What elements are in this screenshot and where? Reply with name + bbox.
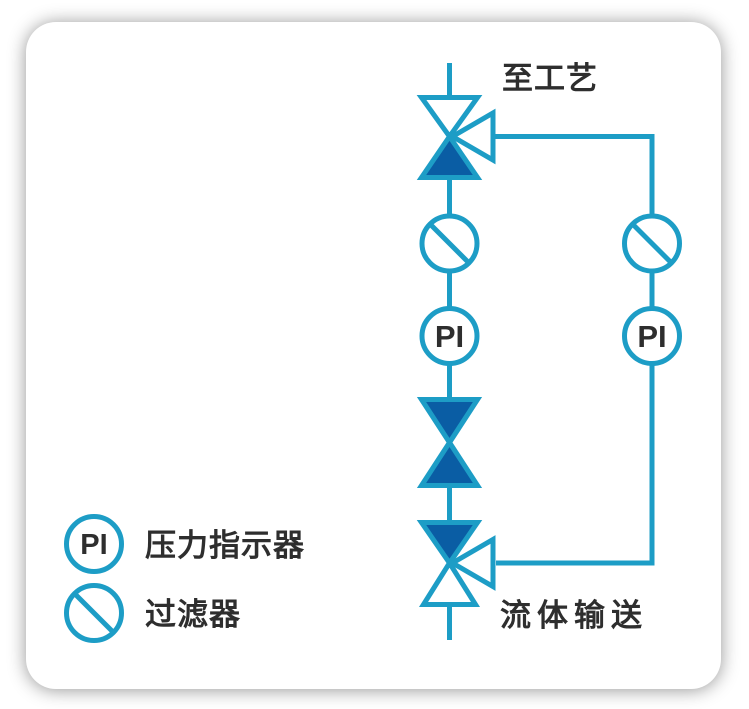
diagram-card — [26, 22, 721, 689]
bypass-pipe-top — [494, 134, 655, 216]
to-process-valve — [416, 95, 496, 180]
filter-diagonal — [72, 591, 116, 635]
valve-right-triangle-outline — [447, 535, 496, 591]
isolation-valve-top-triangle — [416, 397, 483, 448]
legend-pi-circle — [64, 514, 124, 574]
bypass-pipe-bottom — [496, 363, 655, 566]
legend-filter-symbol — [64, 583, 124, 643]
isolation-valve-bottom-triangle — [416, 437, 483, 488]
bypass-pi-circle — [622, 306, 682, 366]
bypass-filter-symbol — [622, 213, 682, 274]
diagram-labels: PI PI 至工艺 流体输送 PI 压力指示器 过滤器 — [80, 61, 666, 633]
legend-pi-label: 压力指示器 — [145, 528, 305, 563]
valve-right-triangle-outline — [447, 108, 496, 165]
pipe-linework — [64, 63, 682, 643]
pi-text-bypass: PI — [637, 319, 666, 354]
main-pi-circle — [419, 306, 480, 366]
filter-diagonal — [428, 222, 471, 265]
main-filter-symbol — [419, 213, 480, 274]
isolation-valve — [416, 397, 483, 488]
fluid-delivery-label: 流体输送 — [500, 598, 648, 633]
valve-bottom-triangle-outline — [418, 558, 481, 607]
valve-top-triangle-filled — [416, 520, 483, 568]
valve-top-triangle-outline — [416, 95, 483, 141]
valve-bottom-triangle-filled — [416, 132, 483, 180]
to-process-label: 至工艺 — [502, 61, 598, 96]
pi-text-main: PI — [435, 319, 464, 354]
legend-filter-label: 过滤器 — [145, 597, 241, 632]
fluid-delivery-valve — [416, 520, 496, 607]
legend-pi-symbol-text: PI — [80, 529, 107, 561]
filter-diagonal — [630, 222, 674, 265]
